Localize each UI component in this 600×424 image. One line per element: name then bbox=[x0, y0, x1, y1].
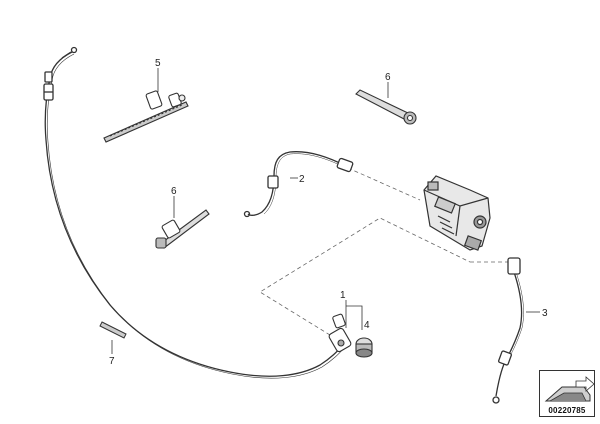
reference-box: 00220785 bbox=[539, 370, 595, 417]
callout-1: 1 bbox=[340, 290, 346, 301]
part-6-holder-clip bbox=[155, 209, 210, 249]
callout-6-top: 6 bbox=[385, 72, 391, 83]
part-5-cable-tie bbox=[103, 90, 189, 143]
part-4-cap bbox=[355, 337, 373, 358]
callout-5: 5 bbox=[155, 58, 161, 69]
car-section-icon bbox=[544, 376, 595, 402]
document-number: 00220785 bbox=[548, 406, 586, 415]
part-6-bracket-strap bbox=[355, 89, 417, 125]
callout-7: 7 bbox=[109, 356, 115, 367]
callout-4: 4 bbox=[364, 320, 370, 331]
assembly-guide-lines bbox=[259, 167, 512, 336]
part-1-end-connector bbox=[328, 313, 352, 353]
control-unit bbox=[423, 175, 491, 251]
leader-lines bbox=[111, 68, 540, 354]
part-7-pin bbox=[99, 321, 127, 339]
part-1-cable bbox=[43, 46, 349, 379]
callout-2: 2 bbox=[299, 174, 305, 185]
callout-3: 3 bbox=[542, 308, 548, 319]
callout-6-middle: 6 bbox=[171, 186, 177, 197]
part-3-cable bbox=[492, 257, 524, 404]
part-2-cable bbox=[243, 151, 354, 218]
